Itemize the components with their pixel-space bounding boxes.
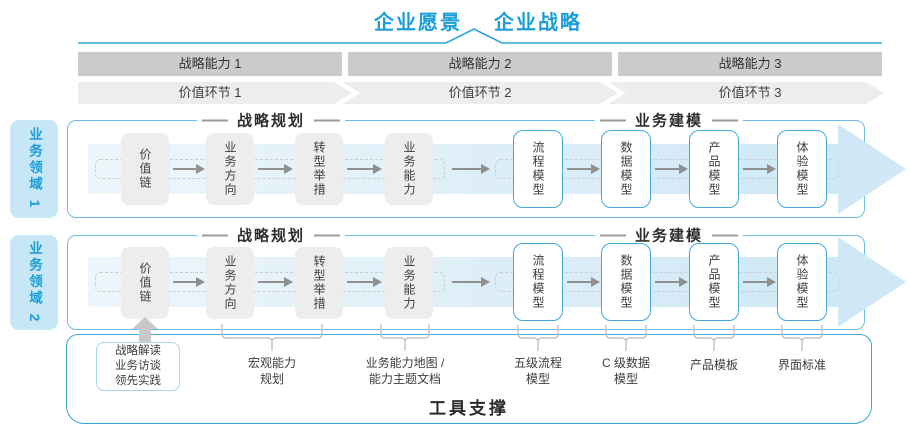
- strategy-inputs-box: 战略解读 业务访谈 领先实践: [96, 342, 180, 391]
- flow-box: 流程模型: [513, 130, 563, 208]
- note-product-template: 产品模板: [689, 358, 739, 372]
- step-arrow: [173, 277, 205, 287]
- step-arrow: [347, 164, 382, 174]
- step-arrow: [452, 164, 490, 174]
- dashed-scope-planning: [95, 159, 445, 179]
- section-title-modeling: 业务建模: [594, 224, 744, 246]
- step-arrow: [347, 277, 382, 287]
- flow-box: 流程模型: [513, 243, 563, 321]
- section-title-planning: 战略规划: [196, 109, 346, 131]
- strategic-capability-bar: 战略能力 1: [78, 52, 342, 76]
- title-rule-left: [201, 234, 228, 236]
- value-link-label: 价值环节 2: [448, 85, 512, 100]
- note-ui-standard: 界面标准: [777, 358, 827, 372]
- flow-box: 数据模型: [601, 130, 651, 208]
- step-arrow: [258, 164, 293, 174]
- flow-box: 业务方向: [206, 247, 254, 319]
- step-arrow: [743, 277, 776, 287]
- tool-support-container: [66, 334, 872, 424]
- note-process-model: 五级流程 模型: [513, 356, 563, 387]
- note-capability-map: 业务能力地图 / 能力主题文档: [365, 356, 445, 387]
- flow-box: 转型举措: [295, 133, 343, 205]
- business-domain-label: 业务领域 1: [10, 120, 58, 218]
- note-macro-capability: 宏观能力 规划: [247, 356, 297, 387]
- note-data-model: C 级数据 模型: [601, 356, 651, 387]
- dashed-scope-planning: [95, 272, 445, 292]
- header: 企业愿景 企业战略: [0, 6, 910, 35]
- dashed-scope-modeling: [495, 272, 839, 292]
- flow-box: 价值链: [121, 133, 169, 205]
- title-rule-right: [712, 234, 739, 236]
- flow-box: 体验模型: [777, 130, 827, 208]
- title-rule-right: [712, 119, 739, 121]
- vision-title: 企业愿景: [374, 12, 462, 34]
- strategy-title: 企业战略: [494, 12, 582, 34]
- value-link-label: 价值环节 3: [718, 85, 782, 100]
- title-rule-left: [201, 119, 228, 121]
- strategic-capability-bar: 战略能力 2: [348, 52, 612, 76]
- title-rule-right: [314, 234, 341, 236]
- flow-box: 产品模型: [689, 243, 739, 321]
- tool-support-label: 工具支撑: [429, 399, 509, 418]
- flow-box: 价值链: [121, 247, 169, 319]
- strategic-capability-bar: 战略能力 3: [618, 52, 882, 76]
- business-domain-label: 业务领域 2: [10, 235, 58, 330]
- flow-box: 产品模型: [689, 130, 739, 208]
- flow-box: 数据模型: [601, 243, 651, 321]
- flow-box: 体验模型: [777, 243, 827, 321]
- step-arrow: [655, 164, 688, 174]
- step-arrow: [567, 164, 600, 174]
- flow-box: 业务方向: [206, 133, 254, 205]
- title-rule-left: [599, 234, 626, 236]
- flow-box: 业务能力: [385, 133, 433, 205]
- value-link-label: 价值环节 1: [178, 85, 242, 100]
- section-title-modeling: 业务建模: [594, 109, 744, 131]
- step-arrow: [173, 164, 205, 174]
- title-rule-right: [314, 119, 341, 121]
- step-arrow: [655, 277, 688, 287]
- step-arrow: [452, 277, 490, 287]
- step-arrow: [567, 277, 600, 287]
- step-arrow: [743, 164, 776, 174]
- flow-box: 转型举措: [295, 247, 343, 319]
- title-rule-left: [599, 119, 626, 121]
- flow-box: 业务能力: [385, 247, 433, 319]
- step-arrow: [258, 277, 293, 287]
- dashed-scope-modeling: [495, 159, 839, 179]
- section-title-planning: 战略规划: [196, 224, 346, 246]
